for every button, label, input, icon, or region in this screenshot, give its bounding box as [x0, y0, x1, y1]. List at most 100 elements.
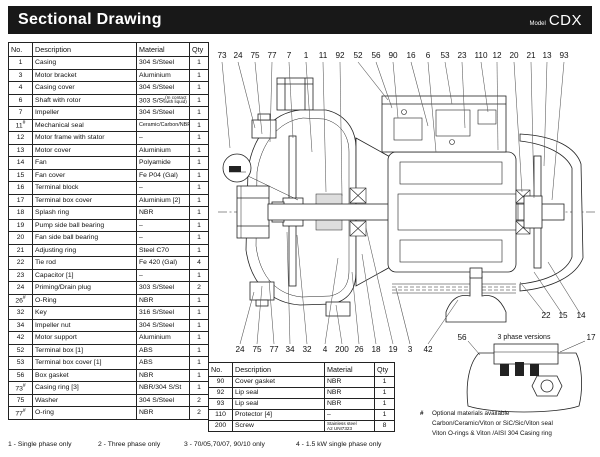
leader-line: [335, 304, 343, 345]
leader-line: [324, 257, 339, 345]
table-cell: Motor cover: [32, 143, 137, 157]
bottom-screw: [325, 301, 351, 317]
table-cell: 77#: [8, 406, 33, 420]
three-phase-inset: [466, 340, 586, 413]
table-cell: Splash ring: [32, 206, 137, 220]
table-header-row: No. Description Material Qty: [8, 42, 209, 57]
col-qty: Qty: [374, 362, 395, 377]
leader-line: [296, 234, 308, 345]
callout-label: 20: [509, 51, 519, 60]
table-cell: Aluminium: [136, 143, 190, 157]
leader-line: [480, 61, 489, 113]
optional-materials-note: #Optional materials available Carbon/Cer…: [420, 409, 596, 438]
callout-label: 15: [558, 311, 568, 320]
inset-title-label: 3 phase versions: [498, 334, 551, 341]
table-cell: 316 S/Steel: [136, 306, 190, 320]
callout-label: 1: [304, 51, 309, 60]
motor-frame: [387, 151, 519, 273]
hash-marker: #: [420, 410, 424, 417]
table-cell: 1: [189, 356, 209, 370]
table-cell: Box gasket: [32, 368, 137, 382]
model-badge: Model CDX: [529, 12, 582, 29]
table-cell: ABS: [136, 343, 190, 357]
callout-label: 90: [388, 51, 398, 60]
motor-support: [445, 267, 507, 323]
leader-line: [254, 61, 263, 135]
leader-line: [519, 281, 547, 316]
table-cell: 6: [8, 93, 33, 107]
table-cell: Key: [32, 306, 137, 320]
table-cell: Casing ring [3]: [32, 381, 137, 395]
leader-line: [357, 61, 389, 101]
note-line: Viton O-rings & Viton /AISI 304 Casing r…: [432, 429, 552, 437]
table-cell: 53: [8, 356, 33, 370]
col-no: No.: [208, 362, 233, 377]
table-cell: NBR: [324, 398, 375, 410]
callout-label: 19: [388, 345, 398, 354]
leader-line: [305, 61, 313, 153]
callout-label: 32: [302, 345, 312, 354]
table-cell: 90: [208, 376, 233, 388]
table-cell: Protector [4]: [232, 409, 325, 421]
callout-label: 7: [287, 51, 292, 60]
suction-port: [236, 185, 270, 239]
leader-line: [322, 61, 327, 193]
table-cell: 200: [208, 419, 233, 433]
table-header-row: No. Description Material Qty: [208, 362, 395, 377]
table-cell: 26#: [8, 293, 33, 307]
table-cell: Pump side ball bearing: [32, 218, 137, 232]
leader-line: [286, 231, 291, 345]
table-cell: 1: [189, 56, 209, 70]
table-cell: 12: [8, 131, 33, 145]
table-cell: Fan cover: [32, 168, 137, 182]
callout-label: 77: [269, 345, 279, 354]
leader-line: [444, 61, 453, 105]
table-cell: 304 S/Steel: [136, 56, 190, 70]
table-cell: 303 S/Steel: [136, 281, 190, 295]
table-cell: 73#: [8, 381, 33, 395]
col-material: Material: [324, 362, 375, 377]
fan: [523, 155, 543, 269]
table-cell: 23: [8, 268, 33, 282]
table-cell: 1: [189, 218, 209, 232]
callout-label: 42: [423, 345, 433, 354]
callout-label: 23: [457, 51, 467, 60]
callout-label: 110: [474, 51, 487, 60]
callout-label: 14: [576, 311, 586, 320]
leader-line: [221, 61, 231, 149]
table-cell: 1: [189, 381, 209, 395]
table-cell: 1: [189, 118, 209, 132]
footnote-1: 1 - Single phase only: [8, 441, 72, 448]
callout-label: 77: [267, 51, 277, 60]
table-cell: Aluminium: [136, 68, 190, 82]
callout-label: 16: [406, 51, 416, 60]
table-cell: 1: [189, 143, 209, 157]
table-cell: Aluminium: [136, 331, 190, 345]
leader-line: [268, 279, 275, 345]
callout-label: 53: [440, 51, 450, 60]
table-cell: 304 S/Steel: [136, 393, 190, 407]
callout-label: 34: [285, 345, 295, 354]
table-cell: Shaft with rotor: [32, 93, 137, 107]
table-cell: 1: [189, 193, 209, 207]
table-cell: 2: [189, 406, 209, 420]
callout-label: 21: [526, 51, 536, 60]
leader-line: [395, 287, 411, 345]
table-cell: ABS: [136, 356, 190, 370]
leader-line: [461, 61, 466, 129]
table-cell: 92: [208, 387, 233, 399]
table-cell: Terminal box [1]: [32, 343, 137, 357]
